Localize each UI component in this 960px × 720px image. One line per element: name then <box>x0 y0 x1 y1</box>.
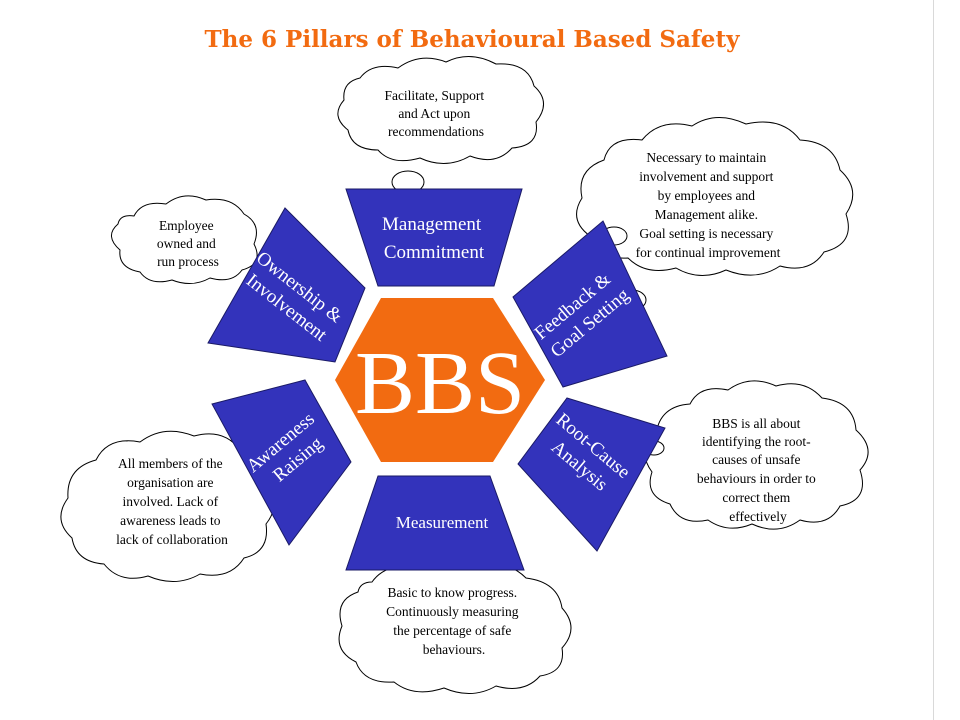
cloud-rootcause-text: BBS is all about identifying the root- c… <box>697 416 819 524</box>
pillar-measurement-label: Measurement <box>396 513 489 532</box>
cloud-management-text: Facilitate, Support and Act upon recomme… <box>384 88 487 139</box>
cloud-measurement-text: Basic to know progress. Continuously mea… <box>386 585 522 657</box>
cloud-measurement: Basic to know progress. Continuously mea… <box>338 560 572 694</box>
center-hexagon: BBS <box>335 298 545 462</box>
page-edge-rule <box>933 0 934 720</box>
pillar-feedback: Feedback & Goal Setting <box>512 220 668 388</box>
pillar-ownership: Ownership & Involvement <box>207 207 366 363</box>
pillar-awareness: Awareness Raising <box>211 379 352 546</box>
center-label: BBS <box>355 334 525 433</box>
cloud-ownership-text: Employee owned and run process <box>157 218 219 269</box>
pillar-rootcause: Root-Cause Analysis <box>517 397 666 552</box>
cloud-feedback-text: Necessary to maintain involvement and su… <box>636 150 781 260</box>
cloud-management: Facilitate, Support and Act upon recomme… <box>337 56 544 194</box>
cloud-ownership: Employee owned and run process <box>111 195 258 284</box>
cloud-awareness-text: All members of the organisation are invo… <box>116 456 228 547</box>
cloud-rootcause: BBS is all about identifying the root- c… <box>643 380 869 530</box>
pillar-management-label: Management Commitment <box>382 214 486 263</box>
diagram-title: The 6 Pillars of Behavioural Based Safet… <box>205 26 741 53</box>
pillar-management: Management Commitment <box>345 188 523 287</box>
cloud-feedback: Necessary to maintain involvement and su… <box>576 117 854 311</box>
cloud-awareness: All members of the organisation are invo… <box>60 430 275 582</box>
pillar-measurement: Measurement <box>345 475 525 571</box>
